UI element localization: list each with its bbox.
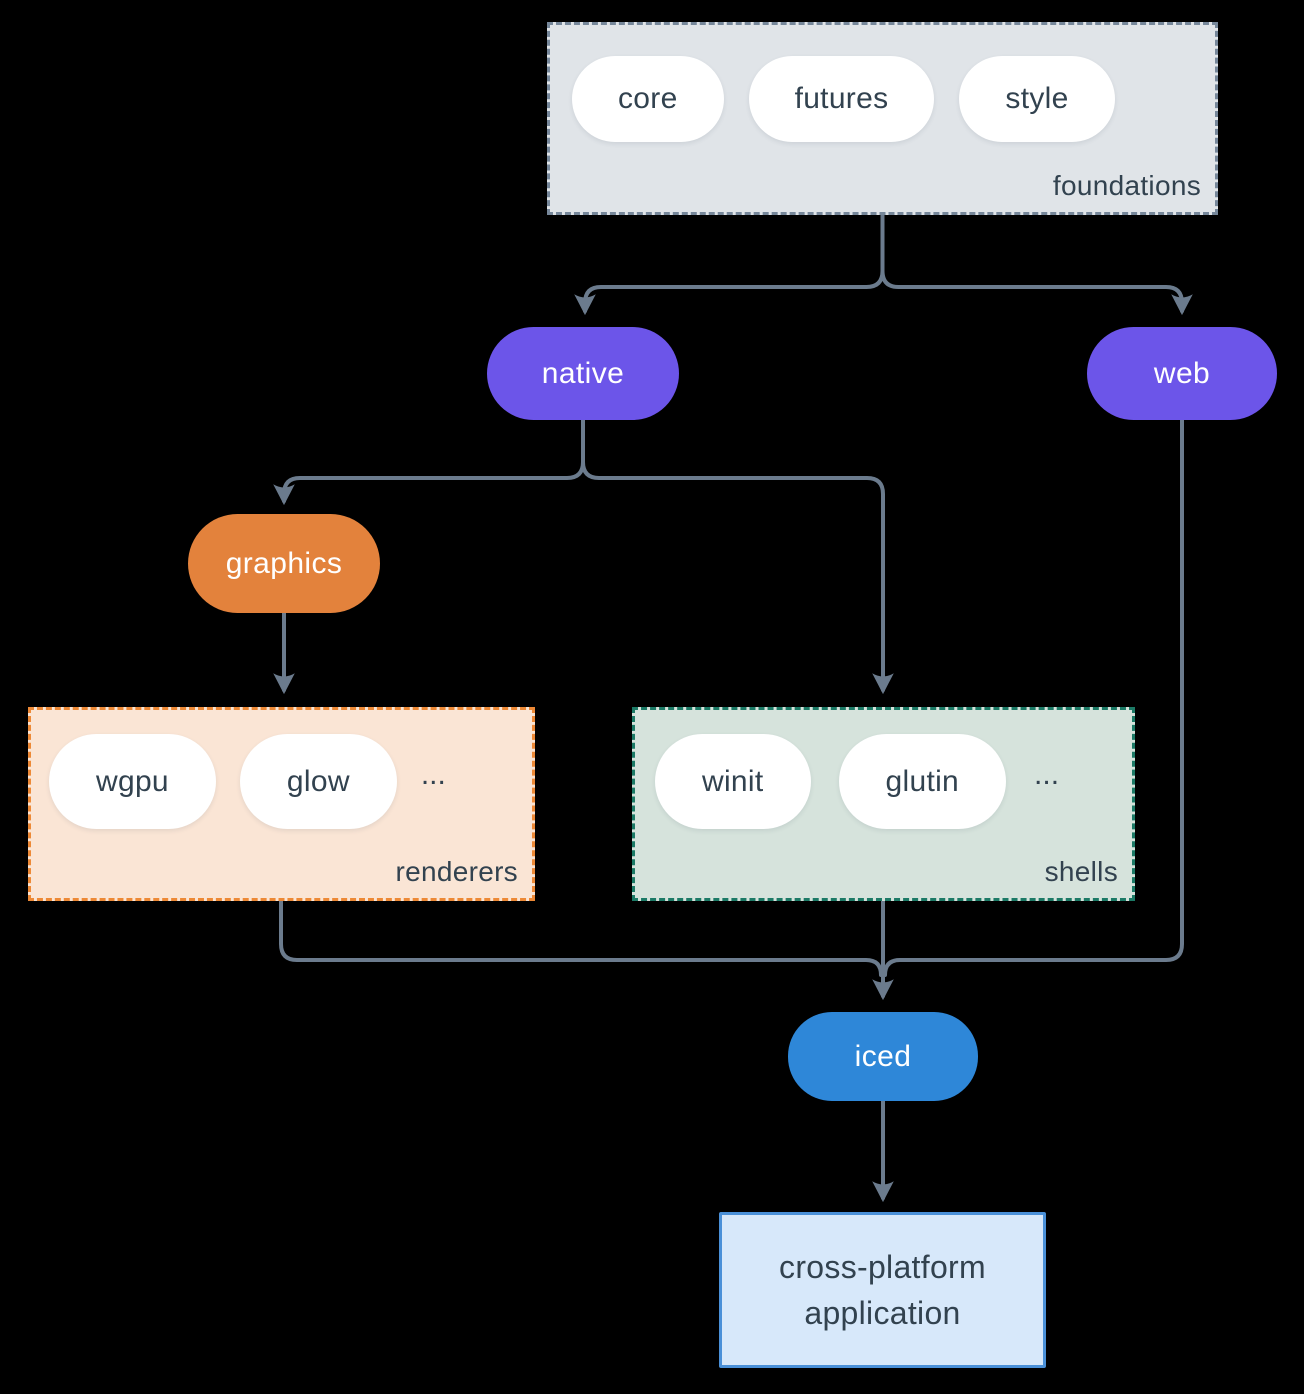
shells-group: winit glutin ... shells xyxy=(632,707,1135,901)
edge-web-to-junction xyxy=(883,418,1184,977)
edge-renderers-to-junction xyxy=(279,899,883,977)
application-label-line2: application xyxy=(804,1295,961,1331)
foundations-group-label: foundations xyxy=(1052,170,1201,201)
application-label-line1: cross-platform xyxy=(779,1248,986,1285)
node-futures: futures xyxy=(748,56,935,142)
renderers-ellipsis: ... xyxy=(420,757,446,791)
shells-pill-row: winit glutin ... xyxy=(635,710,1132,829)
shells-ellipsis: ... xyxy=(1034,757,1060,791)
node-iced: iced xyxy=(788,1012,978,1101)
edge-foundations-to-native xyxy=(574,214,885,316)
edge-foundations-to-web xyxy=(880,214,1193,316)
node-style: style xyxy=(959,56,1115,142)
renderers-group: wgpu glow ... renderers xyxy=(28,707,535,901)
node-graphics: graphics xyxy=(188,514,380,613)
edge-native-to-shells xyxy=(581,418,894,695)
node-core: core xyxy=(572,56,724,142)
shells-group-label: shells xyxy=(1044,856,1118,887)
node-native: native xyxy=(487,327,679,420)
node-winit: winit xyxy=(655,734,811,829)
renderers-pill-row: wgpu glow ... xyxy=(31,710,532,829)
node-cross-platform-application: cross-platform application xyxy=(719,1212,1046,1368)
node-glow: glow xyxy=(239,734,397,829)
node-glutin: glutin xyxy=(838,734,1007,829)
node-web: web xyxy=(1087,327,1277,420)
foundations-pill-row: core futures style xyxy=(550,25,1215,142)
node-wgpu: wgpu xyxy=(49,734,216,829)
foundations-group: core futures style foundations xyxy=(547,22,1218,215)
renderers-group-label: renderers xyxy=(395,856,518,887)
edge-native-to-graphics xyxy=(273,418,585,506)
